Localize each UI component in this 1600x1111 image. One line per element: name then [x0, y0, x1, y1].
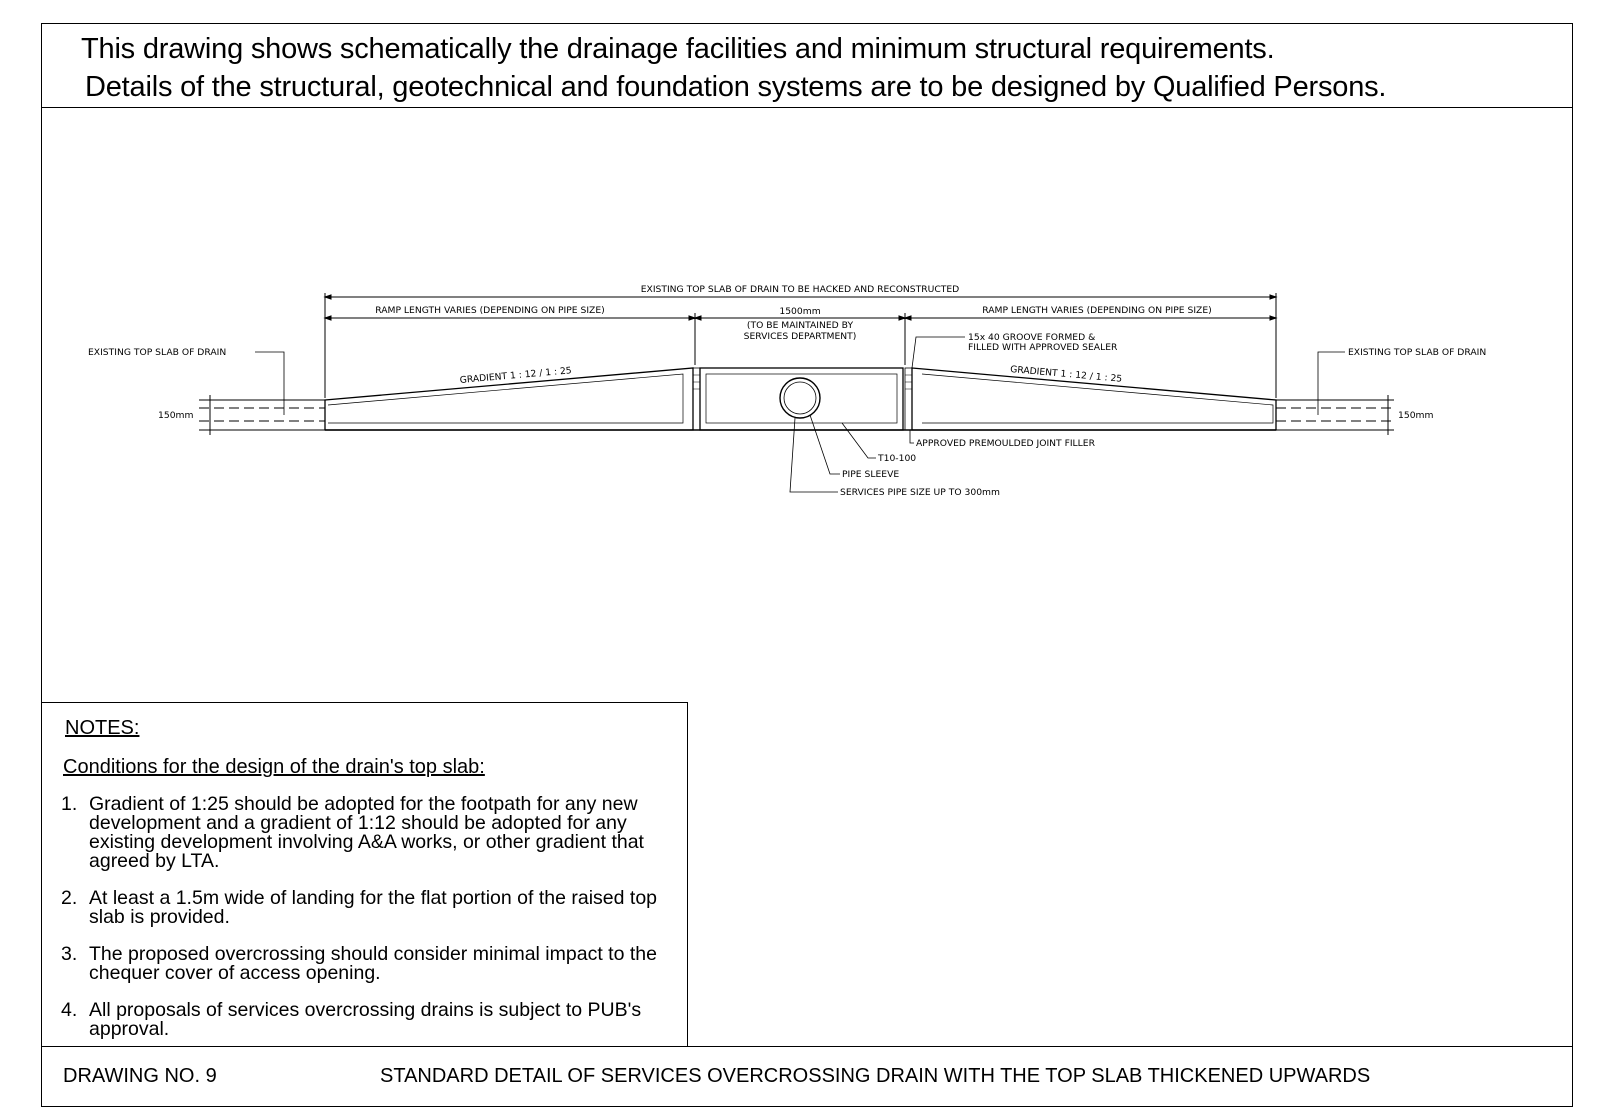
leader-services-pipe	[789, 417, 838, 493]
drawing-number: DRAWING NO. 9	[63, 1065, 217, 1087]
label-joint-filler: APPROVED PREMOULDED JOINT FILLER	[916, 438, 1096, 449]
label-ramp-right: RAMP LENGTH VARIES (DEPENDING ON PIPE SI…	[982, 305, 1212, 316]
label-center-dimension: 1500mm	[779, 306, 820, 317]
center-landing-outline	[699, 367, 904, 431]
joint-filler-left	[692, 367, 701, 431]
pipe-sleeve-inner	[783, 381, 817, 415]
notes-list: 1. Gradient of 1:25 should be adopted fo…	[61, 793, 671, 1057]
note-item: 2. At least a 1.5m wide of landing for t…	[61, 887, 671, 928]
label-groove-2: FILLED WITH APPROVED SEALER	[968, 342, 1118, 353]
notes-box: NOTES: Conditions for the design of the …	[41, 702, 688, 1046]
drawing-sheet	[41, 23, 1573, 1107]
label-rebar: T10-100	[877, 453, 916, 464]
center-landing-reinforcement	[705, 373, 898, 424]
leader-joint-filler	[909, 430, 914, 444]
right-ramp-reinforcement	[921, 373, 1274, 424]
section-drawing: EXISTING TOP SLAB OF DRAIN TO BE HACKED …	[41, 108, 1573, 702]
note-item: 3. The proposed overcrossing should cons…	[61, 943, 671, 984]
services-pipe-outer	[779, 377, 821, 419]
label-thickness-left: 150mm	[158, 410, 193, 421]
label-ramp-left: RAMP LENGTH VARIES (DEPENDING ON PIPE SI…	[375, 305, 605, 316]
label-groove-1: 15x 40 GROOVE FORMED &	[968, 332, 1095, 343]
header-line-1: This drawing shows schematically the dra…	[81, 33, 1275, 65]
leader-existing-left	[255, 351, 285, 415]
label-existing-right: EXISTING TOP SLAB OF DRAIN	[1348, 347, 1486, 358]
note-text: Gradient of 1:25 should be adopted for t…	[89, 793, 644, 872]
note-number: 1.	[61, 793, 78, 815]
drawing-header: This drawing shows schematically the dra…	[41, 23, 1573, 108]
note-item: 4. All proposals of services overcrossin…	[61, 999, 671, 1040]
note-number: 4.	[61, 999, 78, 1021]
title-block: DRAWING NO. 9 STANDARD DETAIL OF SERVICE…	[41, 1046, 1573, 1107]
note-text: The proposed overcrossing should conside…	[89, 943, 657, 984]
dimension-arrowheads	[323, 294, 1278, 321]
note-text: All proposals of services overcrossing d…	[89, 999, 642, 1040]
joint-filler-right	[904, 367, 913, 431]
leader-existing-right	[1317, 351, 1345, 415]
note-number: 2.	[61, 887, 78, 909]
leader-rebar	[841, 422, 876, 459]
label-center-note-1: (TO BE MAINTAINED BY	[747, 320, 854, 331]
label-top-slab-reconstructed: EXISTING TOP SLAB OF DRAIN TO BE HACKED …	[641, 284, 960, 295]
leader-groove	[911, 336, 965, 369]
left-ramp-reinforcement	[327, 373, 684, 424]
note-text: At least a 1.5m wide of landing for the …	[89, 887, 658, 928]
section-drawing-svg: EXISTING TOP SLAB OF DRAIN TO BE HACKED …	[88, 284, 1486, 498]
note-number: 3.	[61, 943, 78, 965]
drawing-title: STANDARD DETAIL OF SERVICES OVERCROSSING…	[380, 1065, 1371, 1087]
header-line-2: Details of the structural, geotechnical …	[85, 71, 1387, 103]
notes-subtitle: Conditions for the design of the drain's…	[63, 756, 485, 778]
notes-title: NOTES:	[65, 717, 140, 739]
label-thickness-right: 150mm	[1398, 410, 1433, 421]
note-item: 1. Gradient of 1:25 should be adopted fo…	[61, 793, 671, 872]
label-center-note-2: SERVICES DEPARTMENT)	[744, 331, 857, 342]
leader-pipe-sleeve	[809, 414, 840, 475]
joint-filler-hatch	[693, 374, 912, 390]
label-pipe-sleeve: PIPE SLEEVE	[842, 469, 899, 480]
label-services-pipe: SERVICES PIPE SIZE UP TO 300mm	[840, 487, 1000, 498]
label-existing-left: EXISTING TOP SLAB OF DRAIN	[88, 347, 226, 358]
